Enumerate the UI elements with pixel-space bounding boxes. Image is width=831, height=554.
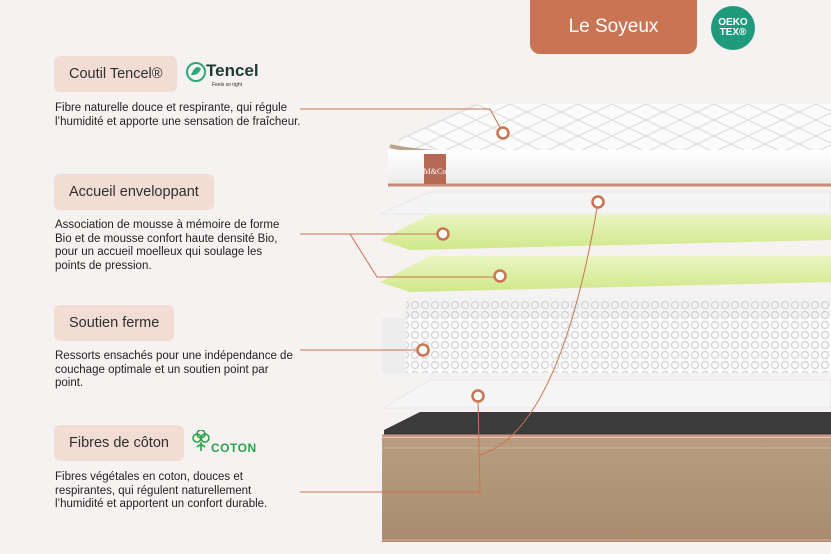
product-title: Le Soyeux xyxy=(568,16,659,37)
section-label-accueil: Accueil enveloppant xyxy=(54,174,214,210)
oeko-line2: TEX® xyxy=(719,27,747,38)
layer-markers xyxy=(416,126,605,403)
section-description-soutien: Ressorts ensachés pour une indépendance … xyxy=(55,350,293,389)
tencel-logo-tagline: Feels so right xyxy=(212,82,243,88)
cotton-flower-icon xyxy=(192,430,210,451)
green-foam-layer-1 xyxy=(380,214,831,250)
section-description-coton: Fibres végétales en coton, douces et res… xyxy=(55,471,268,510)
section-label-tencel: Coutil Tencel® xyxy=(54,56,178,92)
marker-green-2 xyxy=(493,269,507,283)
green-foam-layer-2 xyxy=(380,256,831,292)
marker-white-foam xyxy=(591,195,605,209)
section-label-text: Coutil Tencel® xyxy=(69,66,163,82)
tencel-leaf-icon xyxy=(186,62,206,82)
oeko-tex-logo: OEKO TEX® xyxy=(711,6,755,50)
springs-layer xyxy=(382,294,831,373)
section-label-text: Soutien ferme xyxy=(69,315,160,331)
marker-lower-foam xyxy=(471,389,485,403)
coton-logo: COTON xyxy=(191,430,257,460)
white-foam-layer xyxy=(379,191,831,215)
marker-cover xyxy=(496,126,510,140)
section-label-soutien: Soutien ferme xyxy=(54,305,175,341)
marker-green-1 xyxy=(436,227,450,241)
tencel-logo-name: Tencel xyxy=(206,61,259,80)
coton-logo-name: COTON xyxy=(211,441,257,455)
section-description-accueil: Association de mousse à mémoire de forme… xyxy=(55,219,280,272)
top-cover-layer: M&Co xyxy=(388,103,831,187)
section-description-tencel: Fibre naturelle douce et respirante, qui… xyxy=(55,102,301,128)
mattress-brand-label: M&Co xyxy=(424,167,447,176)
product-title-tab: Le Soyeux xyxy=(530,0,697,54)
base-layer xyxy=(382,412,831,542)
section-label-text: Accueil enveloppant xyxy=(69,184,199,200)
oeko-line1: OEKO xyxy=(718,17,748,28)
section-label-text: Fibres de côton xyxy=(69,435,169,451)
section-label-coton: Fibres de côton xyxy=(54,425,184,461)
lower-foam-layer xyxy=(381,379,831,409)
connector-lines xyxy=(300,108,599,493)
marker-springs xyxy=(416,343,430,357)
tencel-logo: Tencel Feels so right xyxy=(186,57,260,91)
